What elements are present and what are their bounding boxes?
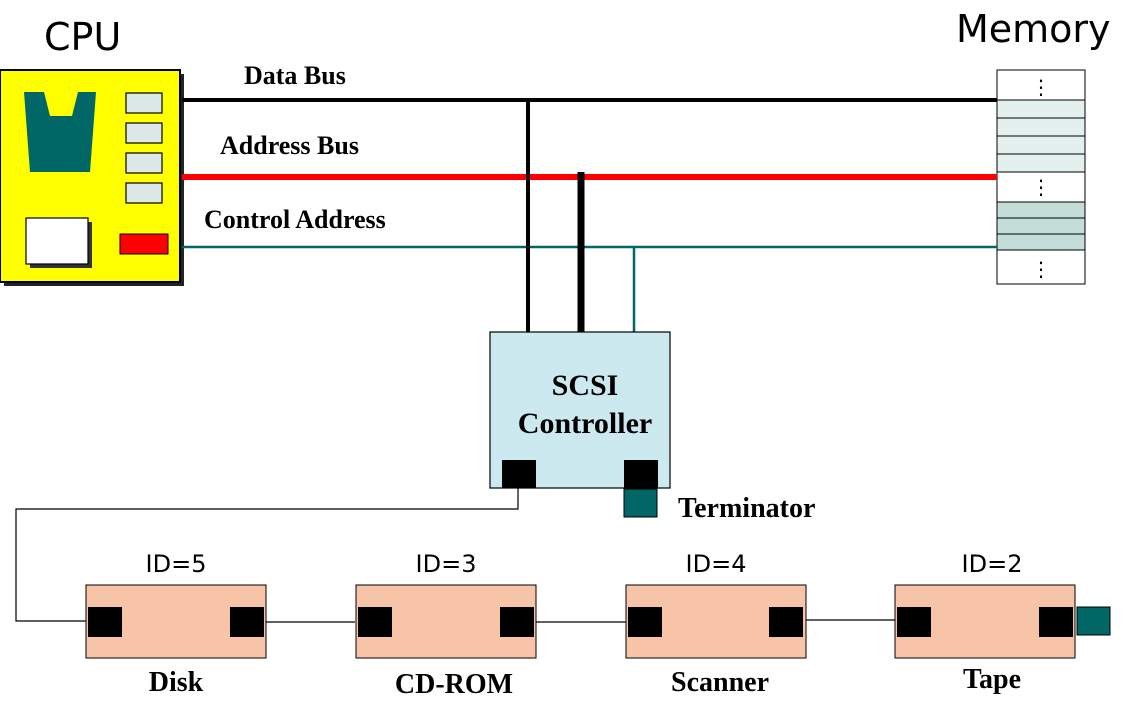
connector <box>624 460 658 488</box>
connector <box>500 607 534 637</box>
cpu <box>0 69 184 286</box>
device-id: ID=5 <box>146 550 207 578</box>
memory-cell <box>996 233 1086 251</box>
cpu-white-block <box>25 217 89 265</box>
cpu-port <box>125 92 163 114</box>
device-tape: ID=2 Tape <box>894 550 1111 695</box>
memory-title: Memory <box>956 7 1111 51</box>
cpu-title: CPU <box>44 15 121 59</box>
memory-cell <box>996 153 1086 173</box>
control-address-label: Control Address <box>204 205 386 234</box>
device-scanner: ID=4 Scanner <box>625 550 807 698</box>
cpu-port <box>125 152 163 174</box>
connector <box>358 607 392 637</box>
connector <box>1039 607 1073 637</box>
memory-ellipsis: ⋮ <box>1031 257 1051 281</box>
connector <box>88 607 122 637</box>
device-label: Disk <box>149 667 204 698</box>
cpu-red-indicator <box>119 233 169 255</box>
memory-cell <box>996 99 1086 119</box>
connector <box>502 460 536 488</box>
cpu-port <box>125 122 163 144</box>
data-bus-label: Data Bus <box>244 61 346 90</box>
memory-ellipsis: ⋮ <box>1031 175 1051 199</box>
memory-cell <box>996 135 1086 155</box>
cpu-chip-icon <box>24 92 96 172</box>
connector <box>897 607 931 637</box>
connector <box>230 607 264 637</box>
terminator-label: Terminator <box>678 493 815 524</box>
scsi-controller: SCSI Controller <box>489 331 671 518</box>
device-id: ID=3 <box>416 550 477 578</box>
device-id: ID=2 <box>962 550 1023 578</box>
memory-ellipsis: ⋮ <box>1031 75 1051 99</box>
connector <box>769 607 803 637</box>
device-label: Scanner <box>671 667 769 698</box>
connector <box>628 607 662 637</box>
memory-cell <box>996 217 1086 235</box>
memory-cell <box>996 117 1086 137</box>
device-label: CD-ROM <box>395 669 513 700</box>
memory-cell <box>996 249 1086 285</box>
cpu-port <box>125 182 163 204</box>
device-label: Tape <box>963 664 1021 695</box>
memory-cell <box>996 69 1086 101</box>
scsi-cable <box>15 488 519 622</box>
device-disk: ID=5 Disk <box>85 550 267 698</box>
controller-label-line1: SCSI <box>552 369 619 402</box>
device-cd-rom: ID=3 CD-ROM <box>355 550 537 700</box>
memory-cell <box>996 201 1086 219</box>
memory: ⋮ ⋮ ⋮ <box>996 69 1086 285</box>
address-bus-label: Address Bus <box>220 131 359 160</box>
device-id: ID=4 <box>686 550 747 578</box>
terminator-icon <box>1076 606 1111 636</box>
controller-label-line2: Controller <box>518 407 652 440</box>
terminator-icon <box>623 488 658 518</box>
